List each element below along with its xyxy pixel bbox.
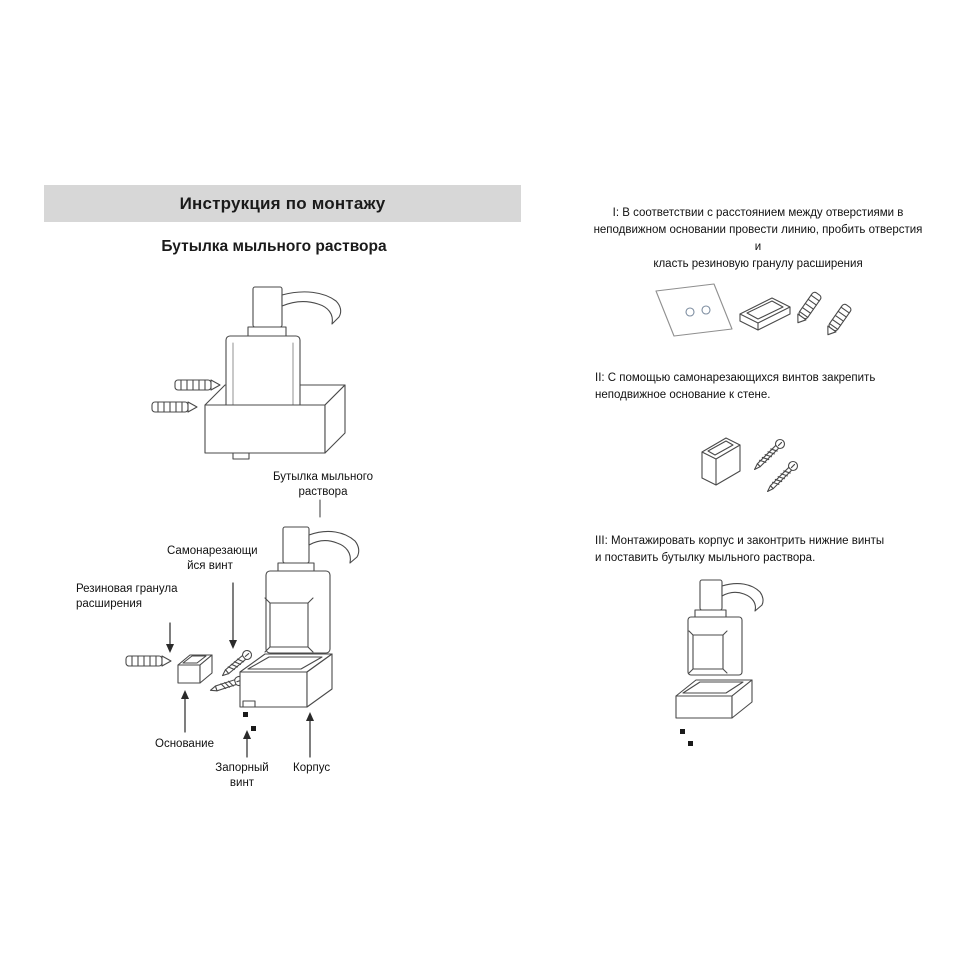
lock-screw-icon — [680, 729, 685, 734]
step3-drawing — [675, 579, 764, 746]
label-base: Основание — [155, 738, 214, 750]
bottle-icon — [264, 570, 331, 654]
wall-anchor-icon — [797, 291, 822, 324]
label-bottle: Бутылка мыльного раствора — [272, 471, 374, 498]
header-bar: Инструкция по монтажу — [44, 185, 521, 222]
wall-anchor-icon — [125, 655, 172, 667]
pump-icon — [277, 526, 360, 572]
step2-drawing — [701, 437, 799, 493]
body-housing-icon — [239, 653, 333, 708]
label-rubber-granule: Резиновая гранула расширения — [76, 583, 178, 610]
bottle-icon — [687, 616, 743, 676]
base-bracket-icon — [177, 654, 213, 684]
holder-icon — [204, 384, 346, 460]
callout-arrows — [166, 582, 314, 758]
lock-screw-icon — [243, 712, 248, 717]
wall-anchor-icon — [174, 379, 221, 391]
pump-icon — [247, 286, 342, 337]
label-self-tapping-screw: Самонарезающи йся винт — [167, 545, 258, 572]
step1-text: I: В соответствии с расстоянием между от… — [593, 207, 923, 270]
screw-icon — [766, 460, 799, 493]
page-title: Инструкция по монтажу — [179, 193, 386, 213]
step1-drawing — [655, 283, 852, 337]
self-tapping-screw-icon — [209, 675, 245, 692]
lock-screw-icon — [688, 741, 693, 746]
lock-screw-icon — [251, 726, 256, 731]
wall-anchor-icon — [827, 303, 852, 336]
product-title: Бутылка мыльного раствора — [161, 238, 387, 255]
step3-text: III: Монтажировать корпус и законтрить н… — [595, 535, 885, 564]
screw-icon — [753, 438, 786, 471]
holder-icon — [675, 679, 753, 719]
self-tapping-screw-icon — [221, 649, 253, 677]
step2-text: II: С помощью самонарезающихся винтов за… — [595, 372, 876, 401]
wall-anchor-icon — [151, 401, 198, 413]
pump-icon — [694, 579, 764, 618]
base-bracket-icon — [701, 437, 741, 486]
bottle-icon — [225, 335, 301, 417]
base-bracket-icon — [739, 297, 791, 331]
assembled-dispenser-drawing — [151, 286, 346, 460]
exploded-view-drawing — [125, 499, 360, 758]
label-body: Корпус — [293, 762, 331, 774]
label-lock-screw: Запорный винт — [215, 762, 269, 789]
marking-plate-icon — [655, 283, 733, 337]
